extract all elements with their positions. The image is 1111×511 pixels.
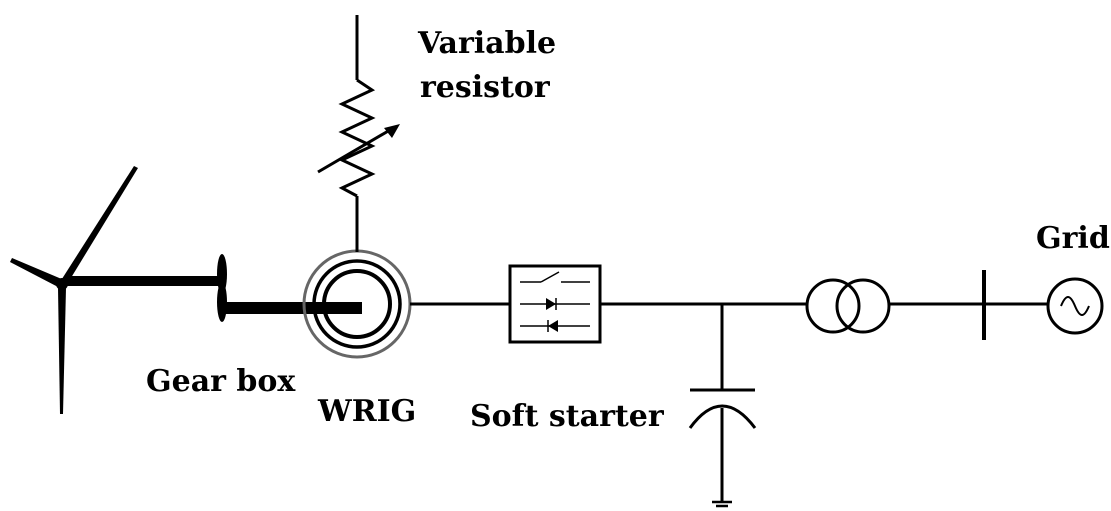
soft-starter-label: Soft starter (470, 399, 665, 434)
high-speed-shaft (224, 302, 362, 314)
grid-label: Grid (1036, 221, 1110, 256)
variable-resistor-label-line1: Variable (417, 26, 556, 61)
gear-box-label: Gear box (146, 364, 296, 399)
soft-starter-icon (508, 264, 602, 344)
ac-source-icon (1046, 277, 1104, 335)
variable-resistor-icon (317, 15, 400, 252)
low-speed-shaft (66, 276, 218, 286)
variable-resistor-label-line2: resistor (420, 70, 551, 105)
wrig-label: WRIG (317, 394, 416, 429)
ground-icon (712, 500, 732, 508)
wind-turbine-icon (10, 166, 138, 414)
transformer-icon (805, 278, 891, 334)
capacitor-icon (688, 304, 757, 502)
